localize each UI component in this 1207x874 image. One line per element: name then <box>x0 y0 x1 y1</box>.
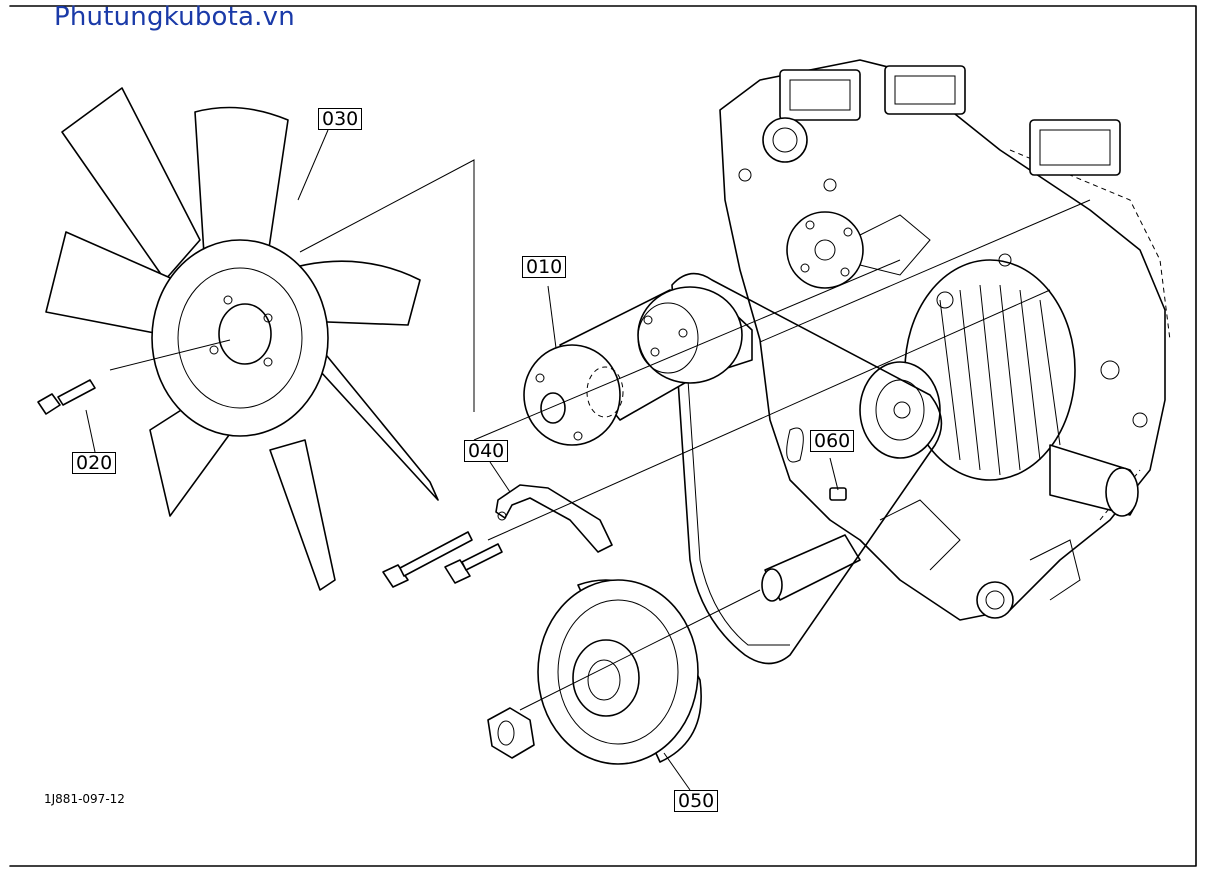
alternator <box>904 253 1076 481</box>
callout-060: 060 <box>810 430 855 452</box>
drawing-code: 1J881-097-12 <box>44 792 125 806</box>
fan-pulley <box>523 286 753 446</box>
callout-030: 030 <box>318 108 363 130</box>
callout-010: 010 <box>522 256 567 278</box>
callout-050: 050 <box>674 790 719 812</box>
drawing-frame <box>9 5 1197 867</box>
callout-020: 020 <box>72 452 117 474</box>
cooling-fan <box>45 87 439 591</box>
fan-bolt <box>37 379 96 415</box>
callout-040: 040 <box>464 440 509 462</box>
crank-pulley <box>487 579 702 765</box>
site-title[interactable]: Phutungkubota.vn <box>54 2 295 32</box>
fan-bracket <box>382 484 613 588</box>
fan-belt <box>671 272 943 665</box>
leader-lines <box>85 129 1091 791</box>
engine-block <box>719 59 1171 621</box>
